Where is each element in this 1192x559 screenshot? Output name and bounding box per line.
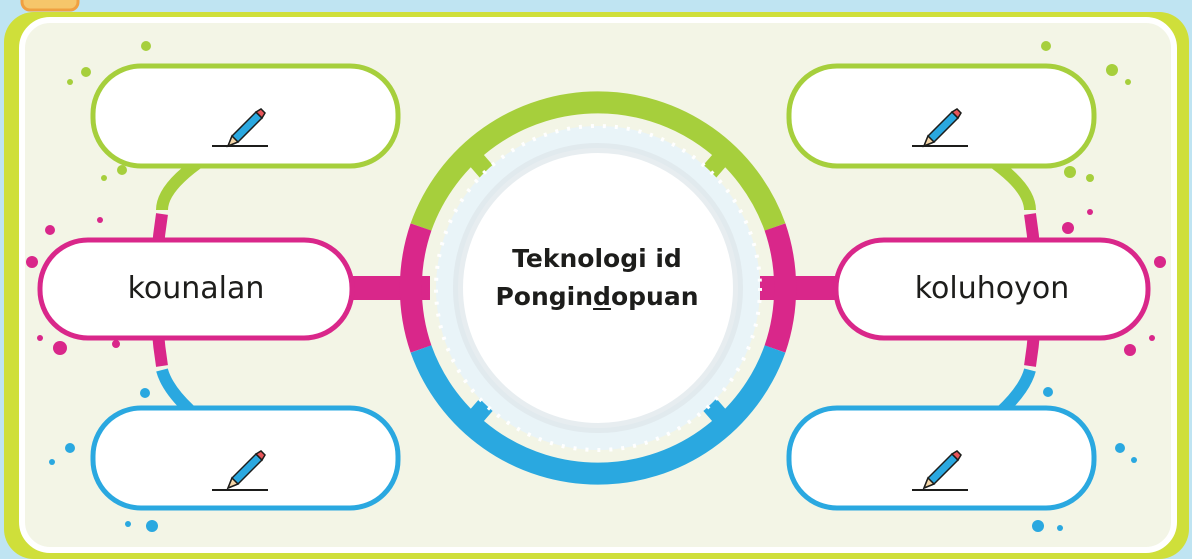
pencil-icon [922, 108, 962, 148]
center-title: Teknologi id Pongindopuan [466, 240, 728, 316]
center-title-line2-pre: Pongin [495, 282, 594, 311]
decorative-dots [26, 41, 1166, 532]
center-bubble-shade [453, 143, 743, 433]
node-bottom-right[interactable] [786, 405, 1097, 511]
pencil-icon [226, 108, 266, 148]
node-mid-right [833, 237, 1151, 341]
node-mid-left-label: kounalan [127, 271, 265, 306]
center-ring [399, 91, 797, 485]
center-title-line2-post: opuan [610, 282, 699, 311]
node-mid-left [37, 237, 355, 341]
center-bubble [458, 148, 738, 428]
center-title-line1: Teknologi id [512, 244, 682, 273]
node-bottom-left[interactable] [90, 405, 401, 511]
center-title-line2-underlined: d [593, 282, 611, 311]
pencil-icon [226, 450, 266, 490]
corner-tab [20, 0, 80, 12]
node-top-right[interactable] [786, 63, 1097, 169]
node-mid-right-label: koluhoyon [914, 271, 1070, 306]
center-title-line2: Pongindopuan [466, 278, 728, 316]
node-top-left[interactable] [90, 63, 401, 169]
pencil-icon [922, 450, 962, 490]
